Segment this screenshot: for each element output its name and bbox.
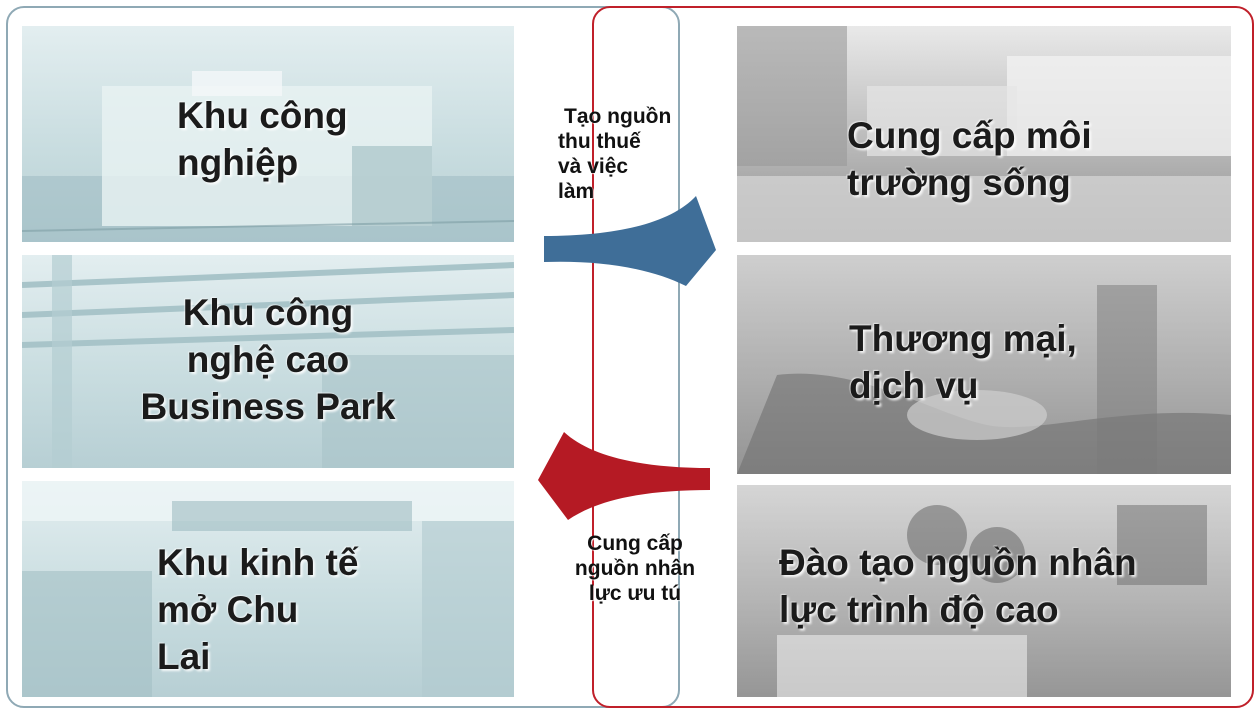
tile-label-line: Khu công <box>182 292 354 333</box>
flow-label-to-left: Cung cấp nguồn nhân lực ưu tú <box>545 531 725 606</box>
tile-living-environment: Cung cấp môi trường sống <box>737 26 1231 242</box>
tile-label-line: nghiệp <box>177 142 299 183</box>
flow-label-line: Tạo nguồn <box>564 105 672 128</box>
arrow-to-left <box>538 432 710 520</box>
tile-training-workforce: Đào tạo nguồn nhân lực trình độ cao <box>737 485 1231 697</box>
tile-label-line: Business Park <box>140 386 396 427</box>
flow-label-line: làm <box>558 180 595 203</box>
tile-label-line: Cung cấp môi <box>847 115 1092 156</box>
tile-label-line: lực trình độ cao <box>779 589 1059 630</box>
tile-commerce-services: Thương mại, dịch vụ <box>737 255 1231 474</box>
tile-label-line: Lai <box>157 636 211 677</box>
tile-label-line: trường sống <box>847 162 1071 203</box>
factory-photo <box>22 71 514 242</box>
tech-park-photo <box>22 255 514 468</box>
flow-label-line: và việc <box>558 155 629 178</box>
tile-label-line: Khu công <box>177 95 348 136</box>
tile-economic-zone: Khu kinh tế mở Chu Lai <box>22 481 514 697</box>
tile-industrial-zone: Khu công nghiệp <box>22 26 514 242</box>
tile-high-tech-park: Khu công nghệ cao Business Park <box>22 255 514 468</box>
tile-label-line: nghệ cao <box>186 339 350 380</box>
left-group-frame <box>6 6 680 708</box>
houses-photo <box>737 26 1231 242</box>
flow-label-line: nguồn nhân <box>574 557 696 580</box>
tile-label-line: Đào tạo nguồn nhân <box>779 542 1137 583</box>
right-group-frame <box>592 6 1254 708</box>
handshake-photo <box>737 255 1231 474</box>
tile-label-line: dịch vụ <box>849 365 979 406</box>
flow-label-line: lực ưu tú <box>588 582 682 605</box>
duty-free-shop-photo <box>22 481 514 697</box>
arrow-to-right <box>544 196 716 286</box>
flow-label-line: thu thuế <box>558 130 641 153</box>
tile-label-line: mở Chu <box>157 589 299 630</box>
flow-label-to-right: Tạo nguồn thu thuế và việc làm <box>558 104 671 204</box>
tile-label-line: Khu kinh tế <box>157 542 359 583</box>
students-photo <box>737 485 1231 697</box>
flow-label-line: Cung cấp <box>587 532 683 555</box>
tile-label-line: Thương mại, <box>849 318 1077 359</box>
